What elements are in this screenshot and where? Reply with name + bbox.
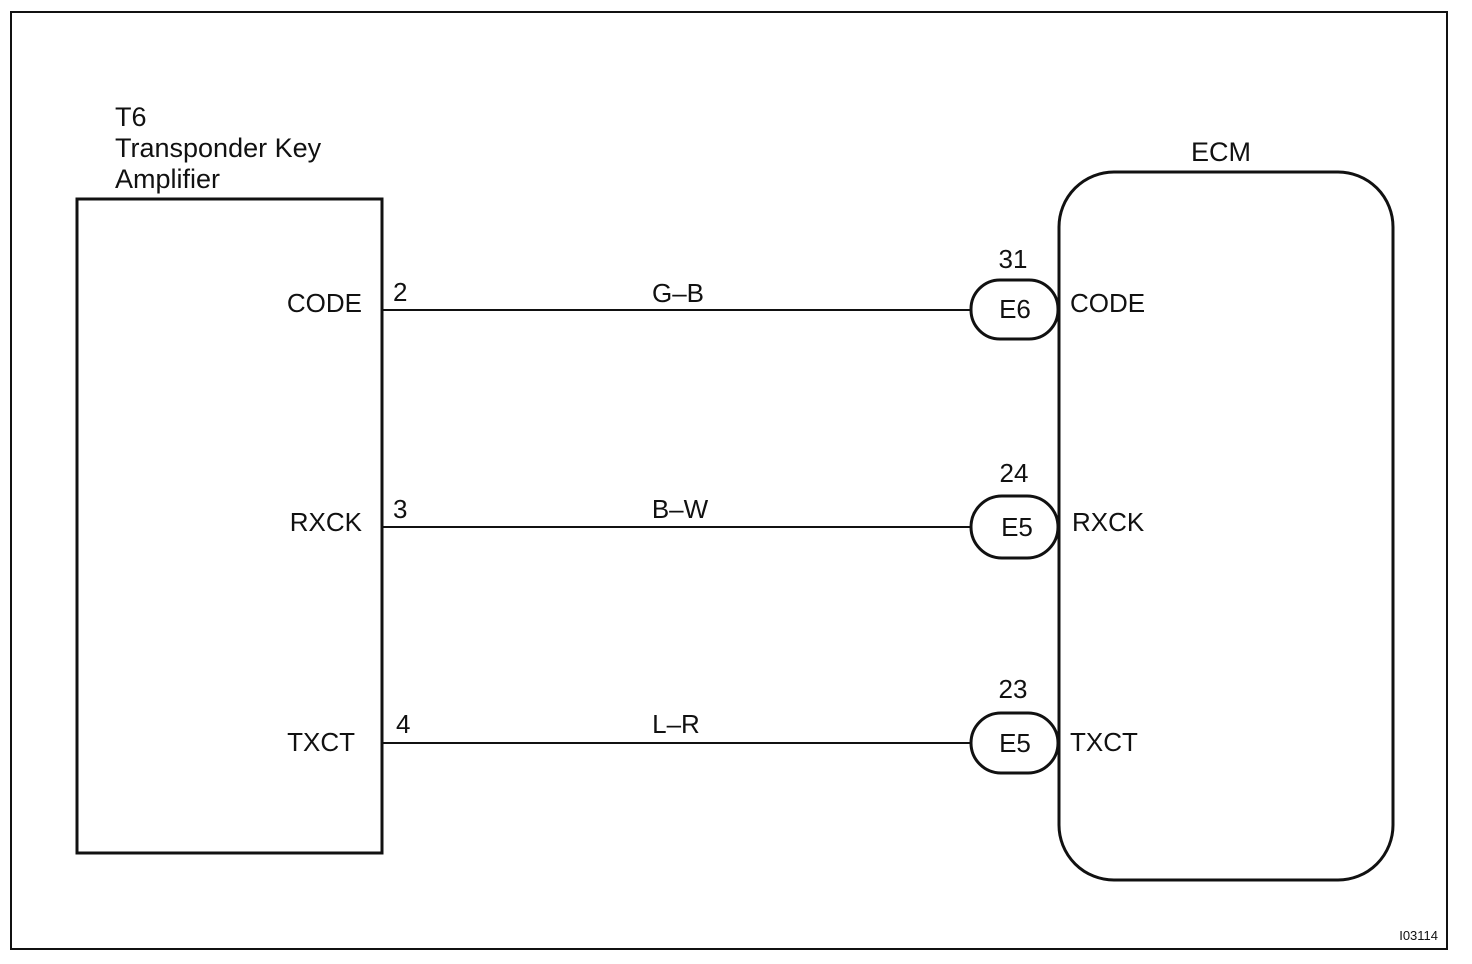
ecm-pin-number: 23 xyxy=(999,674,1028,704)
connector-id: E6 xyxy=(999,294,1031,324)
ecm-pin-number: 24 xyxy=(1000,458,1029,488)
amplifier-pin-number: 4 xyxy=(396,709,410,739)
ecm-terminal-label: CODE xyxy=(1070,288,1145,318)
connector-badge xyxy=(969,278,1060,341)
amplifier-name-line1: Transponder Key xyxy=(115,133,322,163)
amplifier-pin-number: 3 xyxy=(393,494,407,524)
connector-id: E5 xyxy=(999,728,1031,758)
amplifier-pin-number: 2 xyxy=(393,277,407,307)
figure-id: I03114 xyxy=(1399,928,1438,943)
transponder-key-amplifier: T6 Transponder Key Amplifier xyxy=(75,102,384,855)
amplifier-code: T6 xyxy=(115,102,147,132)
connector-badge xyxy=(969,711,1060,775)
ecm-terminal-label: RXCK xyxy=(1072,507,1145,537)
connector-badge xyxy=(969,494,1060,560)
circuit-code: CODE 2 G–B 31 E6 CODE xyxy=(287,244,1145,341)
ecm-label: ECM xyxy=(1191,137,1251,167)
wire-color-label: B–W xyxy=(652,494,709,524)
ecm-terminal-label: TXCT xyxy=(1070,727,1138,757)
amplifier-terminal-label: CODE xyxy=(287,288,362,318)
circuit-txct: TXCT 4 L–R 23 E5 TXCT xyxy=(287,674,1138,775)
ecm-pin-number: 31 xyxy=(999,244,1028,274)
wire-color-label: L–R xyxy=(652,709,700,739)
circuit-rxck: RXCK 3 B–W 24 E5 RXCK xyxy=(290,458,1145,560)
amplifier-terminal-label: RXCK xyxy=(290,507,363,537)
connector-id: E5 xyxy=(1001,512,1033,542)
amplifier-terminal-label: TXCT xyxy=(287,727,355,757)
amplifier-name-line2: Amplifier xyxy=(115,164,220,194)
wire-color-label: G–B xyxy=(652,278,704,308)
amplifier-box xyxy=(75,197,384,855)
diagram-frame xyxy=(10,11,1448,950)
